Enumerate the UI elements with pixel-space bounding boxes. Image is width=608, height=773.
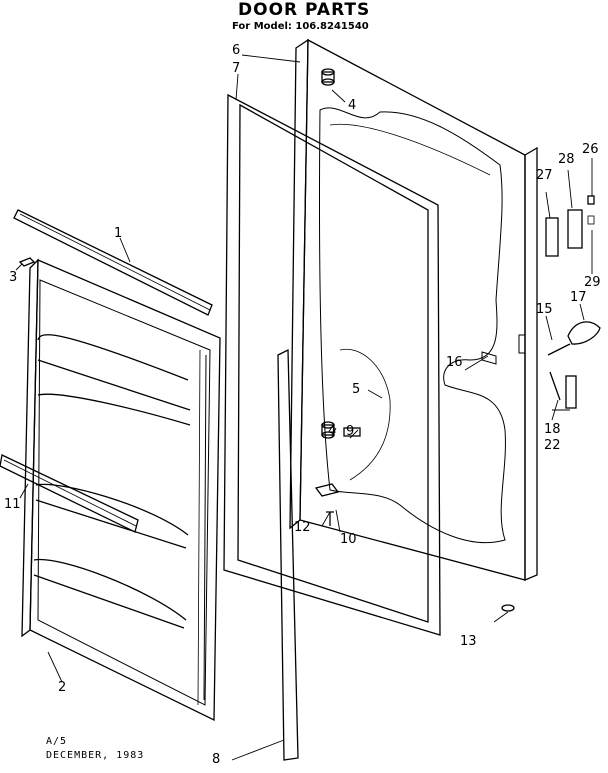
callout-27: 27: [536, 168, 553, 183]
callout-12: 12: [294, 520, 311, 535]
lock-cylinder: [567, 321, 601, 345]
footer-date: DECEMBER, 1983: [46, 750, 145, 761]
outer-door-panel: [289, 38, 538, 581]
door-liner: [21, 258, 221, 722]
callout-4-top: 4: [348, 98, 357, 113]
shelf-rail: [0, 454, 139, 533]
breaker-strip: [277, 348, 299, 761]
callout-11: 11: [4, 497, 21, 512]
top-trim-strip: [13, 209, 213, 316]
handle-cap: [545, 217, 559, 257]
nut: [501, 604, 515, 612]
screw: [326, 511, 334, 526]
callout-9: 9: [346, 424, 355, 439]
callout-18: 18: [544, 422, 561, 437]
callout-1: 1: [114, 226, 123, 241]
callout-10: 10: [340, 532, 357, 547]
callout-2: 2: [58, 680, 67, 695]
lock-cord: [547, 343, 571, 356]
callout-8: 8: [212, 752, 221, 767]
callout-15: 15: [536, 302, 553, 317]
callout-26: 26: [582, 142, 599, 157]
lock-rod: [549, 371, 561, 401]
footer-code: A/5: [46, 736, 68, 747]
callout-13: 13: [460, 634, 477, 649]
handle-insert: [567, 209, 583, 249]
door-gasket: [223, 93, 441, 636]
callout-22: 22: [544, 438, 561, 453]
callout-17: 17: [570, 290, 587, 305]
callout-16: 16: [446, 355, 463, 370]
lock-bracket: [565, 375, 577, 409]
callout-28: 28: [558, 152, 575, 167]
retainer-clip: [18, 257, 36, 267]
callout-7: 7: [232, 61, 241, 76]
callout-3: 3: [9, 270, 18, 285]
model-number: For Model: 106.8241540: [232, 21, 369, 32]
leader-lines: [15, 54, 593, 761]
callout-6: 6: [232, 43, 241, 58]
callout-29: 29: [584, 275, 601, 290]
diagram-title: DOOR PARTS: [238, 0, 371, 20]
callout-5: 5: [352, 382, 361, 397]
screw-cap: [587, 195, 595, 205]
callout-4-lower: 4: [328, 424, 337, 439]
